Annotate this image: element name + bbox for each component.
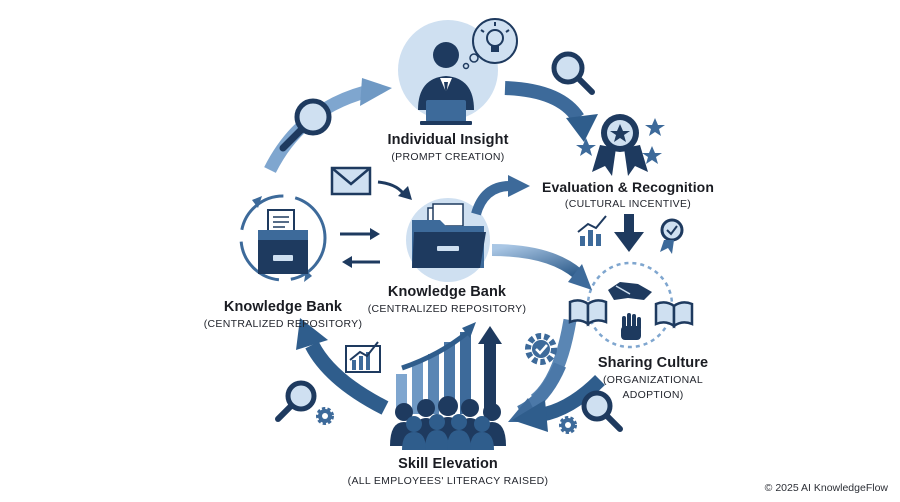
sharing-culture-title: Sharing Culture	[597, 355, 709, 371]
raised-hand-icon	[621, 313, 641, 340]
handshake-icon	[608, 282, 652, 300]
knowledge-bank-center-node	[406, 198, 490, 282]
skill-elevation-label: Skill Elevation (ALL EMPLOYEES' LITERACY…	[328, 456, 568, 488]
right-arrow-icon	[340, 228, 380, 240]
gear-icon	[559, 416, 577, 434]
magnifier-icon-top-left	[279, 98, 332, 152]
envelope-icon	[330, 166, 372, 196]
gear-icon	[316, 407, 334, 425]
individual-insight-title: Individual Insight	[387, 132, 509, 148]
bar-chart-small-icon	[577, 215, 607, 246]
evaluation-subtitle: (CULTURAL INCENTIVE)	[564, 198, 692, 210]
skill-elevation-subtitle: (ALL EMPLOYEES' LITERACY RAISED)	[347, 475, 549, 487]
evaluation-title: Evaluation & Recognition	[542, 179, 714, 195]
cycle-arrow-bottom-left	[296, 318, 389, 415]
star-icon	[576, 138, 596, 156]
cycle-arrow-top-right	[504, 81, 598, 142]
magnifier-icon-top-right	[551, 51, 595, 95]
knowledge-bank-left-label: Knowledge Bank (CENTRALIZED REPOSITORY)	[188, 299, 378, 331]
down-arrow-icon	[614, 214, 644, 252]
arrow-to-evaluation	[471, 175, 530, 216]
growth-bar-chart-icon	[396, 322, 502, 414]
growth-chart-small-icon	[345, 341, 381, 373]
cycle-arrow-bottom-right	[512, 374, 605, 432]
magnifier-icon-bottom-right	[581, 390, 623, 432]
knowledge-bank-center-subtitle: (CENTRALIZED REPOSITORY)	[367, 303, 527, 315]
knowledge-bank-left-title: Knowledge Bank	[223, 299, 343, 315]
knowledge-bank-center-title: Knowledge Bank	[387, 284, 507, 300]
skill-elevation-title: Skill Elevation	[398, 456, 498, 472]
arrow-to-sharing	[491, 244, 592, 290]
left-arrow-icon	[342, 256, 380, 268]
individual-insight-label: Individual Insight (PROMPT CREATION)	[348, 132, 548, 164]
copyright-text: © 2025 AI KnowledgeFlow	[764, 482, 888, 494]
knowledge-bank-left-subtitle: (CENTRALIZED REPOSITORY)	[203, 318, 363, 330]
employee-crowd-icon	[390, 396, 506, 450]
sharing-culture-subtitle-1: (ORGANIZATIONAL	[603, 374, 703, 386]
sharing-culture-label: Sharing Culture (ORGANIZATIONAL ADOPTION…	[588, 355, 718, 402]
award-ribbon-icon	[592, 114, 648, 176]
sharing-culture-subtitle-2: ADOPTION)	[622, 389, 684, 401]
evaluation-label: Evaluation & Recognition (CULTURAL INCEN…	[528, 179, 728, 211]
gear-icon	[525, 333, 557, 365]
open-book-icon	[568, 299, 608, 327]
sharing-culture-node	[568, 261, 694, 349]
knowledge-bank-center-label: Knowledge Bank (CENTRALIZED REPOSITORY)	[352, 284, 542, 316]
badge-check-icon	[660, 218, 684, 254]
laptop-icon	[426, 100, 466, 122]
individual-insight-subtitle: (PROMPT CREATION)	[391, 151, 505, 163]
star-icon	[642, 146, 662, 164]
knowledge-bank-left-node	[239, 194, 327, 282]
magnifier-icon-bottom-left	[275, 380, 317, 422]
curved-arrow-icon	[377, 180, 412, 200]
star-icon	[645, 118, 665, 136]
thought-bubble-lightbulb-icon	[462, 18, 518, 70]
filing-cabinet-icon	[258, 209, 308, 274]
open-book-icon	[654, 301, 694, 329]
folder-icon	[412, 203, 486, 268]
